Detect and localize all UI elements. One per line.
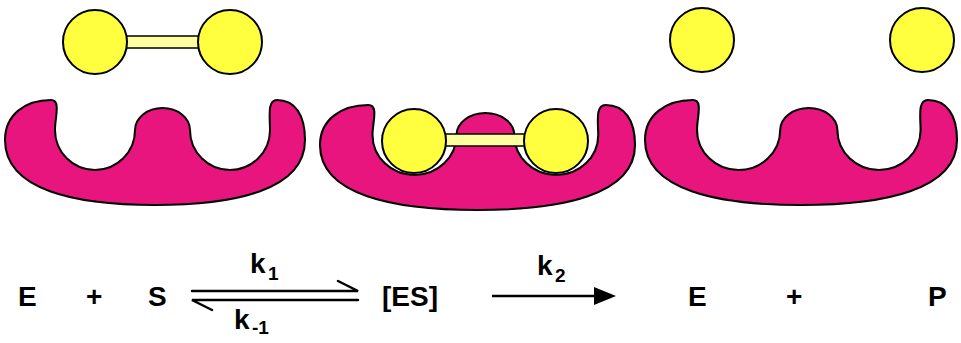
equilibrium-arrows [192, 281, 358, 310]
product-molecules [670, 8, 954, 72]
rate-subscript: -1 [252, 318, 269, 337]
enzyme-released [645, 100, 957, 205]
rate-subscript: 1 [268, 264, 279, 283]
bound-substrate [382, 109, 588, 173]
enzyme-free [5, 100, 305, 205]
species-label: E [18, 283, 37, 311]
rate-constant: k [250, 250, 266, 278]
plus-sign: + [786, 283, 802, 311]
plus-sign: + [86, 283, 102, 311]
species-label: E [688, 283, 707, 311]
rate-constant: k [537, 252, 553, 280]
species-label: S [148, 283, 167, 311]
rate-subscript: 2 [555, 266, 566, 285]
forward-arrow [492, 287, 616, 305]
enzyme-bound [320, 105, 635, 210]
substrate-molecule [63, 10, 262, 74]
species-label: P [928, 283, 947, 311]
complex-label: [ES] [382, 283, 438, 311]
rate-constant: k [234, 306, 250, 334]
